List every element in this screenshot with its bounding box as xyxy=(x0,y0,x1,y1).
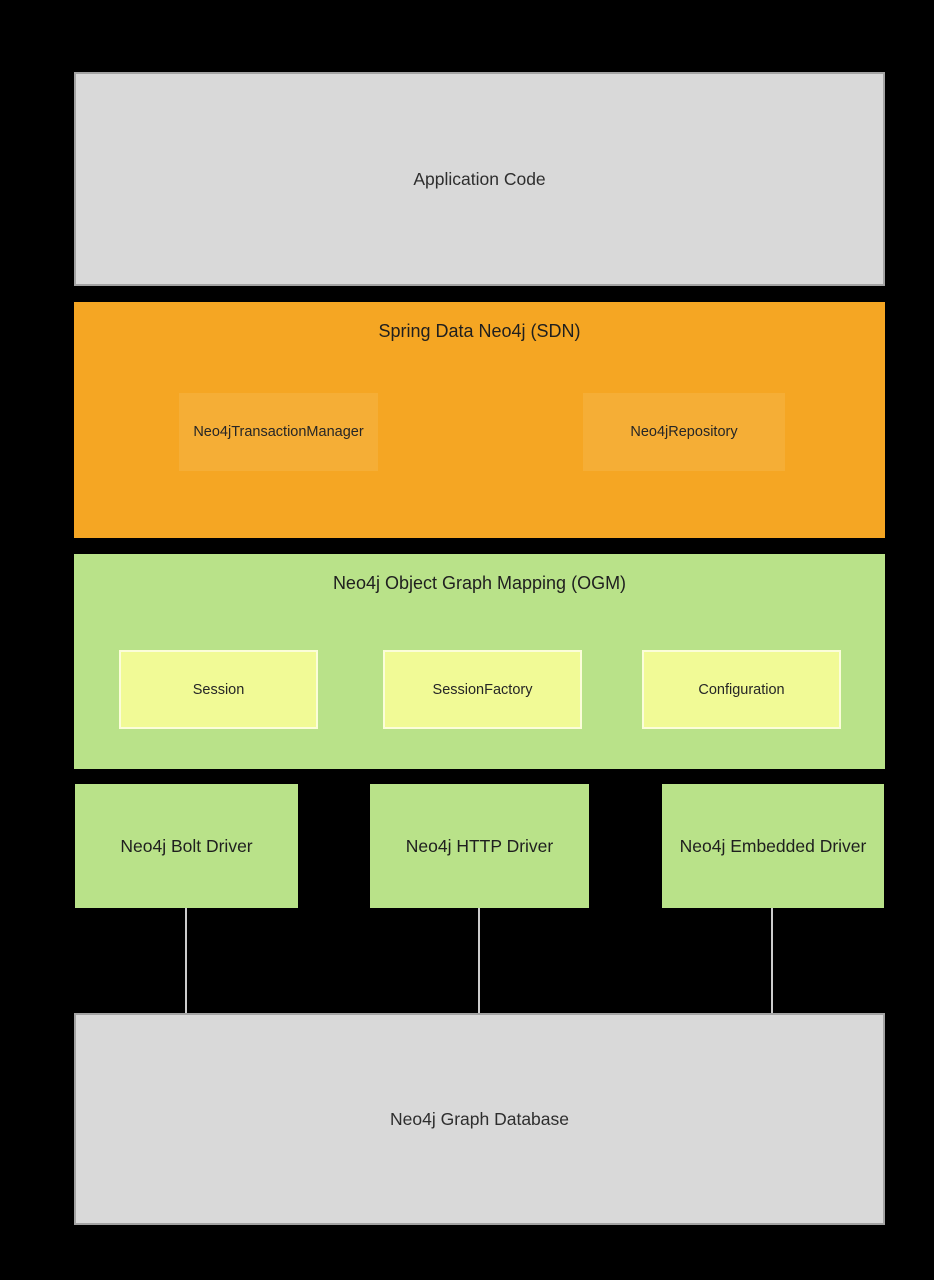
node-spring-data-neo4j: Spring Data Neo4j (SDN) Neo4jTransaction… xyxy=(74,302,885,538)
node-neo4j-transaction-manager-label: Neo4jTransactionManager xyxy=(193,424,364,440)
node-neo4j-bolt-driver-label: Neo4j Bolt Driver xyxy=(120,835,253,856)
connector-embedded-to-database xyxy=(771,908,773,1013)
connector-http-to-database xyxy=(478,908,480,1013)
node-neo4j-repository-label: Neo4jRepository xyxy=(630,424,738,440)
node-neo4j-ogm-title: Neo4j Object Graph Mapping (OGM) xyxy=(332,573,627,593)
node-application-code-label: Application Code xyxy=(413,168,546,189)
node-neo4j-http-driver-label: Neo4j HTTP Driver xyxy=(405,835,554,856)
node-neo4j-transaction-manager: Neo4jTransactionManager xyxy=(179,393,378,471)
node-configuration: Configuration xyxy=(642,650,841,729)
node-neo4j-graph-database: Neo4j Graph Database xyxy=(74,1013,885,1225)
node-application-code: Application Code xyxy=(74,72,885,286)
node-neo4j-http-driver: Neo4j HTTP Driver xyxy=(370,784,589,908)
node-neo4j-bolt-driver: Neo4j Bolt Driver xyxy=(75,784,298,908)
node-neo4j-ogm: Neo4j Object Graph Mapping (OGM) Session… xyxy=(74,554,885,769)
node-session-label: Session xyxy=(192,681,245,698)
node-neo4j-embedded-driver-label: Neo4j Embedded Driver xyxy=(679,835,867,856)
node-spring-data-neo4j-title: Spring Data Neo4j (SDN) xyxy=(378,321,581,341)
node-neo4j-graph-database-label: Neo4j Graph Database xyxy=(390,1108,569,1129)
node-session-factory-label: SessionFactory xyxy=(432,681,533,698)
node-neo4j-repository: Neo4jRepository xyxy=(583,393,785,471)
node-session: Session xyxy=(119,650,318,729)
connector-bolt-to-database xyxy=(185,908,187,1013)
node-neo4j-embedded-driver: Neo4j Embedded Driver xyxy=(662,784,884,908)
node-session-factory: SessionFactory xyxy=(383,650,582,729)
node-configuration-label: Configuration xyxy=(698,681,785,698)
